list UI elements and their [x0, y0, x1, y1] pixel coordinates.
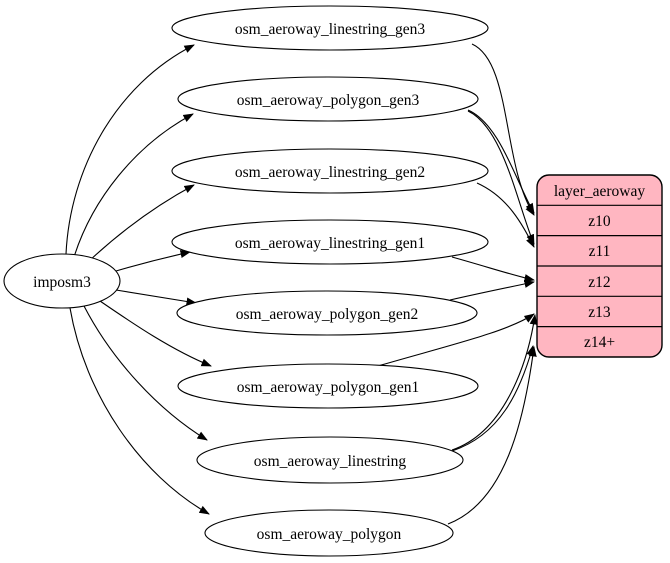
edge-imposm3-polygon-gen3 [73, 113, 194, 258]
edge-polygon-gen3-z10 [467, 109, 535, 214]
table-ellipse [204, 509, 454, 557]
edge-imposm3-polygon-gen1 [99, 300, 212, 367]
node-layer-aeroway: layer_aeroway z10 z11 z12 z13 z14+ [536, 174, 663, 358]
edge-polygon-gen2-z12 [449, 280, 535, 301]
table-label: osm_aeroway_polygon [257, 526, 402, 543]
node-osm-aeroway-linestring-gen3: osm_aeroway_linestring_gen3 [171, 5, 489, 51]
imposm3-ellipse [3, 253, 121, 309]
layer-row-z13: z13 [588, 304, 611, 321]
imposm3-label: imposm3 [33, 274, 91, 291]
table-ellipse [177, 76, 479, 122]
table-ellipse [171, 148, 489, 194]
edge-linestring-gen3-z10 [471, 43, 535, 216]
table-label: osm_aeroway_linestring_gen3 [235, 21, 426, 38]
table-ellipse [177, 363, 479, 409]
table-ellipse [171, 5, 489, 51]
edge-polygon-z14 [447, 346, 537, 525]
table-label: osm_aeroway_polygon_gen3 [237, 92, 420, 109]
table-label: osm_aeroway_linestring [254, 453, 407, 470]
table-label: osm_aeroway_linestring_gen2 [235, 164, 425, 181]
edge-polygon-gen3-z11 [467, 110, 535, 245]
node-osm-aeroway-polygon: osm_aeroway_polygon [204, 509, 454, 557]
layer-row-z11: z11 [589, 243, 611, 260]
edge-polygon-gen1-z13 [377, 313, 535, 367]
node-osm-aeroway-linestring: osm_aeroway_linestring [196, 436, 464, 484]
table-ellipse [171, 219, 489, 265]
edge-imposm3-linestring-gen3 [65, 44, 195, 255]
edge-imposm3-linestring-gen2 [87, 184, 195, 263]
edge-linestring-gen1-z12 [451, 256, 535, 282]
table-label: osm_aeroway_polygon_gen1 [237, 379, 420, 396]
edge-imposm3-polygon [69, 307, 210, 515]
edges-imposm3-to-tables [65, 44, 212, 515]
table-ellipse [196, 436, 464, 484]
node-osm-aeroway-linestring-gen1: osm_aeroway_linestring_gen1 [171, 219, 489, 265]
table-label: osm_aeroway_polygon_gen2 [236, 306, 419, 323]
edge-linestring-z14 [451, 345, 535, 452]
table-label: osm_aeroway_linestring_gen1 [235, 235, 425, 252]
layer-aeroway-title: layer_aeroway [554, 183, 645, 200]
edge-imposm3-linestring [83, 305, 208, 441]
node-osm-aeroway-polygon-gen3: osm_aeroway_polygon_gen3 [177, 76, 479, 122]
edge-imposm3-polygon-gen2 [115, 289, 197, 306]
node-osm-aeroway-linestring-gen2: osm_aeroway_linestring_gen2 [171, 148, 489, 194]
edges-tables-to-layer [377, 43, 538, 525]
layer-row-z14: z14+ [584, 334, 615, 351]
edge-imposm3-linestring-gen1 [115, 250, 191, 272]
node-imposm3: imposm3 [3, 253, 121, 309]
layer-row-z10: z10 [588, 213, 611, 230]
edge-linestring-z13 [451, 314, 538, 451]
layer-row-z12: z12 [588, 274, 610, 291]
edge-linestring-gen2-z11 [476, 182, 535, 248]
node-osm-aeroway-polygon-gen1: osm_aeroway_polygon_gen1 [177, 363, 479, 409]
node-osm-aeroway-polygon-gen2: osm_aeroway_polygon_gen2 [176, 290, 478, 336]
table-ellipse [176, 290, 478, 336]
